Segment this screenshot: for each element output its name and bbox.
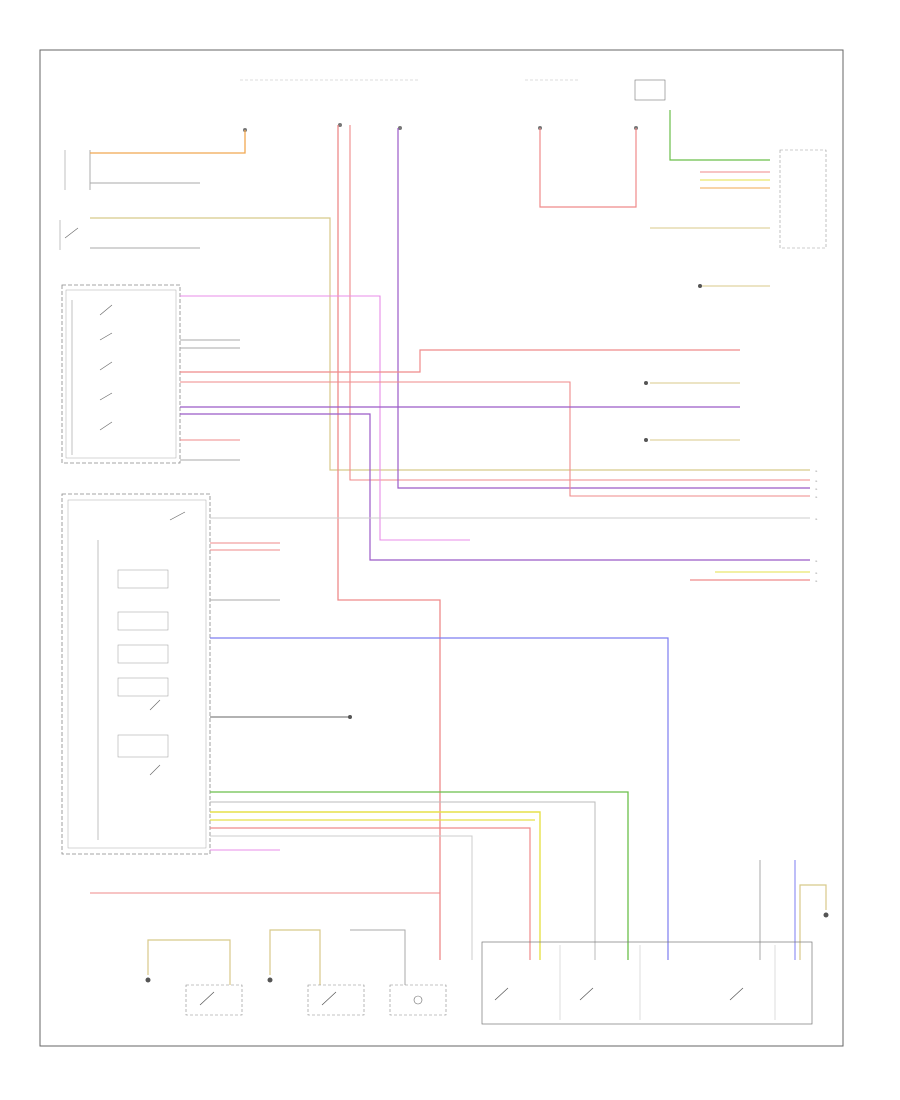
wire-pink	[180, 295, 470, 541]
wire-tan-br	[799, 884, 827, 960]
ground-symbols	[145, 284, 829, 983]
wire-red-topright	[539, 128, 637, 208]
wire-yellow-bottom	[210, 811, 541, 960]
svg-text:>: >	[815, 495, 818, 499]
door-switch-3	[389, 984, 447, 1016]
wire-red-row3	[180, 349, 740, 373]
wire-grey-bottom2	[210, 835, 473, 960]
wire-tan-bl2	[269, 929, 321, 985]
wire-green-tr	[669, 110, 770, 161]
svg-text:>: >	[815, 479, 818, 483]
rear-module-box	[481, 941, 813, 1025]
wire-tan-1	[90, 217, 810, 471]
door-switch-2	[307, 984, 365, 1016]
diagram-frame	[39, 49, 844, 1047]
left-small-switches	[59, 150, 91, 250]
right-top-module	[779, 149, 827, 249]
wire-violet-1	[397, 128, 810, 489]
svg-text:>: >	[815, 559, 818, 563]
wire-orange	[90, 130, 246, 154]
svg-text:>: >	[815, 487, 818, 491]
right-edge-markers: > > > > > > > >	[815, 469, 818, 583]
top-connectors	[240, 79, 666, 132]
wire-red-row4	[180, 381, 810, 497]
wire-grey-bl3	[350, 929, 406, 985]
wire-violet-row6	[180, 413, 810, 561]
svg-text:>: >	[815, 517, 818, 521]
door-switch-1	[185, 984, 243, 1016]
wire-grey-bottom	[210, 801, 596, 960]
wire-red-2	[349, 125, 810, 481]
wire-red-bottom	[210, 827, 531, 960]
wire-blue-mid	[210, 637, 669, 960]
wire-red-main	[337, 125, 441, 960]
svg-text:>: >	[815, 579, 818, 583]
svg-text:>: >	[815, 469, 818, 473]
left-switch-panel-top	[61, 284, 181, 464]
left-switch-panel-bottom	[61, 493, 211, 855]
wire-tan-bl1	[147, 939, 231, 985]
svg-text:>: >	[815, 571, 818, 575]
wire-green-bottom	[210, 791, 629, 960]
